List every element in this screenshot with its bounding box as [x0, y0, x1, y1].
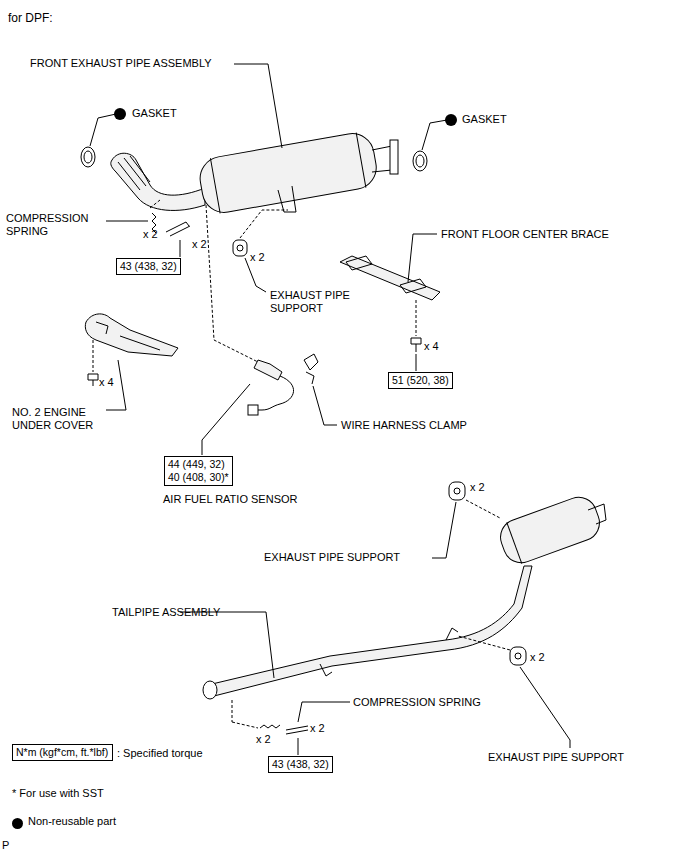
torque-value: N*m (kgf*cm, ft.*lbf)	[16, 746, 109, 759]
torque-box: N*m (kgf*cm, ft.*lbf)	[12, 744, 113, 761]
bolt	[88, 374, 98, 386]
wire-harness-clamp	[304, 354, 318, 370]
exhaust-pipe-support	[233, 240, 247, 256]
legend-text: Non-reusable part	[28, 815, 116, 828]
quantity-label: x 2	[310, 722, 325, 735]
quantity-label: x 2	[192, 238, 207, 251]
quantity-label: x 2	[143, 228, 158, 241]
sensor-wire	[254, 376, 294, 410]
front-floor-center-brace	[340, 256, 440, 300]
assembly-line	[416, 300, 417, 336]
leader-line	[202, 384, 250, 455]
quantity-label: x 4	[424, 340, 439, 353]
leader-line	[408, 234, 437, 282]
exhaust-pipe-support	[449, 482, 465, 500]
part-label: NO. 2 ENGINE UNDER COVER	[12, 406, 112, 432]
bolt	[286, 726, 308, 734]
bolt	[411, 338, 421, 352]
quantity-label: x 4	[99, 376, 114, 389]
leader-line	[313, 386, 337, 425]
leader-line	[90, 114, 116, 146]
part-label: EXHAUST PIPE SUPPORT	[270, 289, 370, 315]
part-label: AIR FUEL RATIO SENSOR	[163, 493, 297, 506]
assembly-line	[466, 500, 500, 518]
part-label: FRONT EXHAUST PIPE ASSEMBLY	[30, 57, 212, 70]
part-label: P	[2, 839, 9, 852]
torque-value: 44 (449, 32)	[168, 458, 229, 471]
part-label: COMPRESSION SPRING	[6, 212, 106, 238]
assembly-line	[240, 210, 288, 238]
torque-value: 43 (438, 32)	[120, 260, 177, 273]
assembly-line	[232, 700, 233, 722]
part-label: WIRE HARNESS CLAMP	[341, 419, 467, 432]
leader-line	[234, 64, 282, 148]
assembly-line	[150, 200, 160, 208]
assembly-line	[206, 205, 258, 362]
wire-harness-clamp	[306, 372, 314, 384]
leader-line	[180, 612, 274, 678]
part-label: TAILPIPE ASSEMBLY	[112, 606, 220, 619]
quantity-label: x 2	[530, 651, 545, 664]
leader-line	[432, 502, 456, 558]
engine-under-cover	[96, 322, 160, 350]
leader-line	[180, 240, 181, 257]
front-exhaust-pipe	[111, 130, 398, 216]
legend-swatch	[12, 818, 23, 829]
part-label: COMPRESSION SPRING	[353, 696, 481, 709]
gasket	[413, 151, 427, 171]
part-label: GASKET	[462, 113, 507, 126]
part-label: * For use with SST	[12, 787, 104, 800]
torque-value: 51 (520, 38)	[392, 374, 449, 387]
quantity-label: x 2	[470, 481, 485, 494]
part-label: FRONT FLOOR CENTER BRACE	[441, 228, 609, 241]
gasket	[84, 151, 92, 163]
gasket	[416, 155, 424, 167]
legend-text: : Specified torque	[117, 747, 203, 760]
part-label: EXHAUST PIPE SUPPORT	[264, 551, 400, 564]
torque-box: 43 (438, 32)	[268, 756, 333, 773]
leader-line	[520, 667, 570, 748]
leader-line	[416, 354, 417, 371]
exhaust-pipe-support	[510, 647, 526, 665]
leader-line	[106, 221, 148, 222]
leader-line	[245, 258, 266, 292]
leader-line	[422, 120, 447, 150]
part-label: GASKET	[132, 107, 177, 120]
quantity-label: x 2	[250, 251, 265, 264]
bolt	[166, 222, 190, 236]
assembly-line	[458, 636, 510, 650]
exhaust-pipe-support	[237, 245, 243, 251]
torque-box: 51 (520, 38)	[388, 372, 453, 389]
leader-line	[298, 738, 299, 755]
air-fuel-ratio-sensor	[254, 360, 282, 380]
engine-under-cover	[85, 314, 178, 356]
exhaust-pipe-support	[454, 488, 460, 494]
part-label: EXHAUST PIPE SUPPORT	[488, 751, 624, 764]
gasket	[81, 147, 95, 167]
torque-value: 43 (438, 32)	[272, 758, 329, 771]
assembly-line	[93, 340, 94, 372]
part-label: for DPF:	[8, 12, 53, 25]
compression-spring	[260, 725, 280, 728]
torque-box: 44 (449, 32)40 (408, 30)*	[164, 456, 233, 486]
tailpipe-assembly	[203, 492, 606, 699]
exhaust-pipe-support	[515, 653, 521, 659]
leader-line	[298, 702, 350, 722]
quantity-label: x 2	[256, 733, 271, 746]
torque-value: 40 (408, 30)*	[168, 471, 229, 484]
connector	[248, 405, 258, 415]
assembly-line	[232, 722, 258, 728]
torque-box: 43 (438, 32)	[116, 258, 181, 275]
front-floor-center-brace	[346, 256, 426, 293]
